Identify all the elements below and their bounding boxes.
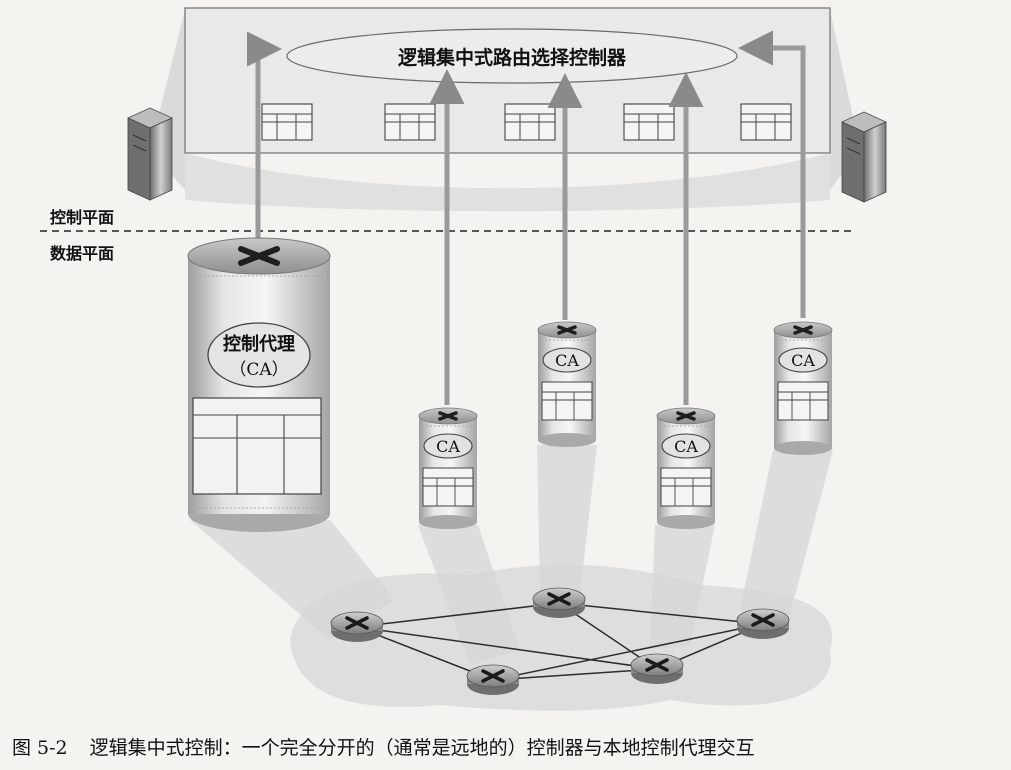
router-r3: CA [656, 407, 716, 529]
small-routers: CA CA CA CA [418, 321, 833, 529]
server-right [841, 111, 887, 203]
router-ca-label: CA [791, 351, 815, 370]
router-cross-icon [676, 411, 696, 421]
controller-table [623, 103, 675, 141]
controller-table [261, 103, 313, 141]
router-r4: CA [773, 321, 833, 455]
router-cross-icon [751, 613, 775, 627]
network-nodes [330, 587, 790, 695]
router-r1: CA [418, 407, 478, 529]
router-cross-icon [438, 411, 458, 421]
network-node-n3 [736, 608, 790, 639]
controller-ellipse [286, 28, 738, 84]
server-left [127, 107, 173, 201]
controller-tables [261, 103, 792, 141]
control-plane-label: 控制平面 [50, 208, 115, 227]
agent-controller-arrows [247, 30, 806, 405]
network-node-n4 [466, 664, 520, 695]
router-big [187, 237, 331, 532]
router-ca-label: CA [555, 351, 579, 370]
network-node-n5 [630, 653, 684, 684]
controller-label: 逻辑集中式路由选择控制器 [398, 46, 627, 69]
caption-text: 逻辑集中式控制：一个完全分开的（通常是远地的）控制器与本地控制代理交互 [89, 737, 755, 759]
data-plane-label: 数据平面 [50, 244, 115, 263]
router-cross-icon [547, 592, 571, 606]
agent-abbrev: （CA） [229, 360, 288, 380]
router-network-beams [190, 445, 833, 665]
network-node-n1 [330, 611, 384, 642]
router-ca-label: CA [674, 437, 698, 456]
router-ca-label: CA [436, 437, 460, 456]
router-cross-icon [557, 325, 577, 335]
router-r2: CA [537, 321, 597, 447]
caption-number: 图 5-2 [12, 737, 68, 759]
figure-caption: 图 5-2 逻辑集中式控制：一个完全分开的（通常是远地的）控制器与本地控制代理交互 [12, 733, 1002, 760]
router-cross-icon [481, 669, 505, 683]
network-node-n2 [532, 587, 586, 618]
router-cross-icon [793, 325, 813, 335]
controller-table [504, 103, 556, 141]
controller-table [740, 103, 792, 141]
router-cross-icon [645, 658, 669, 672]
router-cross-icon [345, 616, 369, 630]
agent-label: 控制代理 [223, 333, 295, 355]
controller-table [384, 103, 436, 141]
